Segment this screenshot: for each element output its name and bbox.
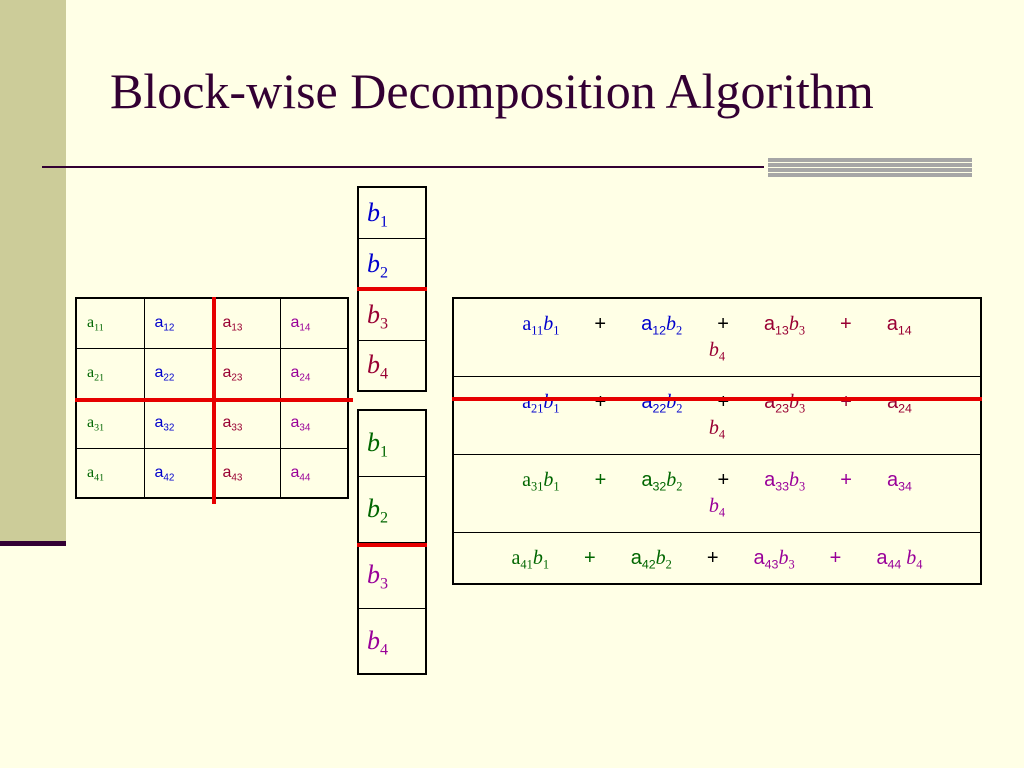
result-term-23: a23b3 — [764, 391, 806, 416]
result-term-44: a44 b4 — [876, 546, 923, 572]
vector-b-bottom-entry-3: b3 — [357, 541, 427, 609]
matrix-a-cell-42: a42 — [143, 447, 213, 499]
matrix-a-cell-24: a24 — [279, 347, 349, 399]
matrix-a-cell-22: a22 — [143, 347, 213, 399]
result-term-42: a42b2 — [630, 546, 672, 572]
matrix-a-row-4: a41 a42 a43 a44 — [75, 447, 349, 499]
matrix-a-cell-23: a23 — [211, 347, 281, 399]
result-term-41: a41b1 — [511, 546, 550, 572]
result-term-12: a12b2 — [641, 313, 683, 338]
left-band-underline — [0, 541, 66, 546]
plus-sign: + — [717, 391, 730, 413]
vector-b-top: b1 b2 b3 b4 — [357, 186, 427, 392]
matrix-a-cell-14: a14 — [279, 297, 349, 349]
vector-b-bottom-entry-2: b2 — [357, 475, 427, 543]
plus-sign: + — [840, 313, 852, 336]
result-term-24-a: a24 — [886, 391, 912, 416]
vector-b-top-entry-4: b4 — [357, 339, 427, 392]
plus-sign: + — [706, 546, 719, 569]
matrix-a-cell-11: a11 — [75, 297, 145, 349]
vector-b-top-entry-3: b3 — [357, 288, 427, 341]
result-term-14-b: b4 — [708, 339, 726, 364]
plus-sign: + — [594, 313, 607, 336]
left-decorative-band — [0, 0, 66, 546]
vector-b-bottom-entry-1: b1 — [357, 409, 427, 477]
plus-sign: + — [840, 391, 852, 413]
matrix-a-cell-44: a44 — [279, 447, 349, 499]
result-term-34-a: a34 — [886, 469, 912, 494]
plus-sign: + — [717, 313, 729, 336]
matrix-a-cell-34: a34 — [279, 397, 349, 449]
result-term-22: a22b2 — [641, 391, 683, 416]
result-term-43: a43b3 — [753, 546, 795, 572]
result-row-3: a31b1 + a32b2 + a33b3 + a34 b4 — [452, 453, 982, 533]
vector-b-top-entry-2: b2 — [357, 237, 427, 290]
result-term-34-b: b4 — [708, 495, 726, 520]
result-term-31: a31b1 — [522, 469, 560, 494]
slide-title: Block-wise Decomposition Algorithm — [110, 63, 874, 119]
plus-sign: + — [717, 469, 730, 491]
matrix-a-cell-21: a21 — [75, 347, 145, 399]
plus-sign: + — [594, 469, 607, 491]
result-term-33: a33b3 — [764, 469, 806, 494]
result-split-line — [452, 397, 982, 401]
title-divider-line — [42, 166, 764, 168]
matrix-a: a11 a12 a13 a14 a21 a22 a23 a24 a31 a32 … — [75, 297, 349, 499]
matrix-a-cell-41: a41 — [75, 447, 145, 499]
result-row-2: a21b1 + a22b2 + a23b3 + a24 b4 — [452, 375, 982, 455]
result-term-32: a32b2 — [641, 469, 683, 494]
result-term-11: a11b1 — [522, 313, 560, 338]
result-term-24-b: b4 — [708, 417, 726, 442]
vector-b-bottom: b1 b2 b3 b4 — [357, 409, 427, 675]
result-vector: a11b1 + a12b2 + a13b3 + a14 b4 a21b1 + a… — [452, 297, 982, 585]
matrix-a-row-3: a31 a32 a33 a34 — [75, 397, 349, 449]
matrix-a-cell-12: a12 — [143, 297, 213, 349]
vector-bottom-split-line — [357, 543, 427, 547]
plus-sign: + — [840, 469, 852, 491]
result-row-4: a41b1 + a42b2 + a43b3 + a44 b4 — [452, 531, 982, 585]
vector-b-top-entry-1: b1 — [357, 186, 427, 239]
matrix-row-split-line — [75, 398, 353, 402]
plus-sign: + — [584, 546, 596, 569]
result-row-1: a11b1 + a12b2 + a13b3 + a14 b4 — [452, 297, 982, 377]
matrix-a-cell-33: a33 — [211, 397, 281, 449]
plus-sign: + — [829, 546, 842, 569]
matrix-a-cell-31: a31 — [75, 397, 145, 449]
vector-b-bottom-entry-4: b4 — [357, 607, 427, 675]
result-term-14-a: a14 — [886, 313, 912, 338]
plus-sign: + — [594, 391, 607, 413]
matrix-a-cell-32: a32 — [143, 397, 213, 449]
result-term-21: a21b1 — [522, 391, 560, 416]
vector-top-split-line — [357, 287, 427, 291]
result-term-13: a13b3 — [763, 313, 806, 338]
title-divider-accent — [768, 158, 972, 178]
matrix-a-cell-43: a43 — [211, 447, 281, 499]
matrix-a-row-2: a21 a22 a23 a24 — [75, 347, 349, 399]
matrix-a-cell-13: a13 — [211, 297, 281, 349]
